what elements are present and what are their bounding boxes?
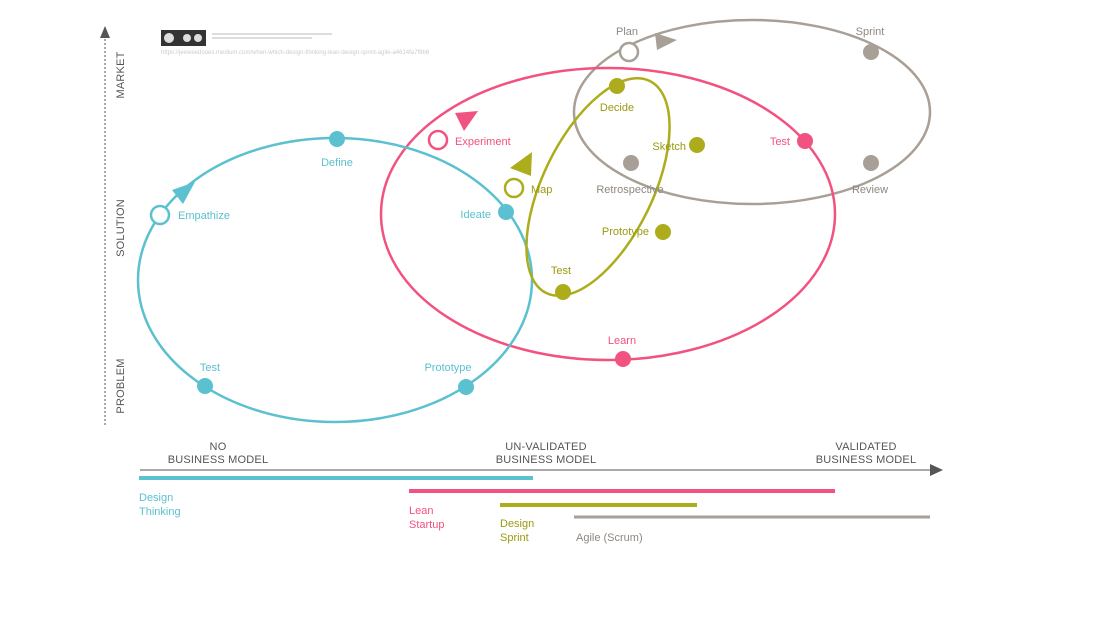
license-text (212, 33, 332, 35)
label-retrospective: Retrospective (596, 184, 663, 196)
node-review (863, 155, 879, 171)
node-sprint (863, 44, 879, 60)
label-decide: Decide (600, 102, 634, 114)
x-label-validated-2: BUSINESS MODEL (816, 454, 917, 466)
node-map (503, 177, 525, 199)
label-ideate: Ideate (460, 209, 491, 221)
node-retrospective (623, 155, 639, 171)
label-sprint-test: Test (551, 265, 571, 277)
cc-license-badge (161, 30, 206, 46)
label-define: Define (321, 157, 353, 169)
legend-lean-2: Startup (409, 519, 444, 531)
x-label-no-model-2: BUSINESS MODEL (168, 454, 269, 466)
x-axis-arrow-icon (930, 464, 943, 476)
legend-design-thinking-1: Design (139, 492, 173, 504)
x-label-validated-1: VALIDATED (835, 441, 896, 453)
node-learn (615, 351, 631, 367)
design-thinking-arrow-icon (172, 182, 195, 204)
label-empathize: Empathize (178, 210, 230, 222)
node-define (329, 131, 345, 147)
design-sprint-arrow-icon (510, 152, 532, 176)
label-prototype: Prototype (424, 362, 471, 374)
label-review: Review (852, 184, 888, 196)
agile-arrow-icon (655, 33, 677, 50)
source-url: https://jeeweedooes.medium.com/when-whic… (161, 50, 430, 56)
legend-lean-1: Lean (409, 505, 433, 517)
design-sprint-cycle (525, 76, 671, 298)
node-empathize (149, 204, 171, 226)
x-label-no-model-1: NO (210, 441, 227, 453)
label-experiment: Experiment (455, 136, 511, 148)
license-text (212, 37, 312, 39)
node-sprint-test (555, 284, 571, 300)
node-test (197, 378, 213, 394)
label-map: Map (531, 184, 552, 196)
label-sprint: Sprint (856, 26, 885, 38)
legend-design-thinking-2: Thinking (139, 506, 181, 518)
legend-sprint-1: Design (500, 518, 534, 530)
label-plan: Plan (616, 26, 638, 38)
y-axis-arrow-icon (100, 26, 110, 38)
node-decide (609, 78, 625, 94)
y-label-solution: SOLUTION (115, 199, 127, 257)
x-label-unvalidated-2: BUSINESS MODEL (496, 454, 597, 466)
label-sprint-prototype: Prototype (602, 226, 649, 238)
legend-agile: Agile (Scrum) (576, 532, 643, 544)
node-plan (618, 41, 640, 63)
design-thinking-cycle (136, 136, 534, 424)
lean-startup-arrow-icon (455, 111, 478, 131)
label-lean-test: Test (770, 136, 790, 148)
y-label-problem: PROBLEM (115, 358, 127, 413)
y-label-market: MARKET (115, 51, 127, 98)
agile-cycle (572, 18, 932, 206)
node-prototype (458, 379, 474, 395)
x-label-unvalidated-1: UN-VALIDATED (505, 441, 586, 453)
label-test: Test (200, 362, 220, 374)
label-sketch: Sketch (652, 141, 686, 153)
node-ideate (498, 204, 514, 220)
label-learn: Learn (608, 335, 636, 347)
node-experiment (427, 129, 449, 151)
lean-startup-cycle (379, 66, 837, 362)
node-sketch (689, 137, 705, 153)
node-sprint-prototype (655, 224, 671, 240)
legend-sprint-2: Sprint (500, 532, 529, 544)
node-lean-test (797, 133, 813, 149)
